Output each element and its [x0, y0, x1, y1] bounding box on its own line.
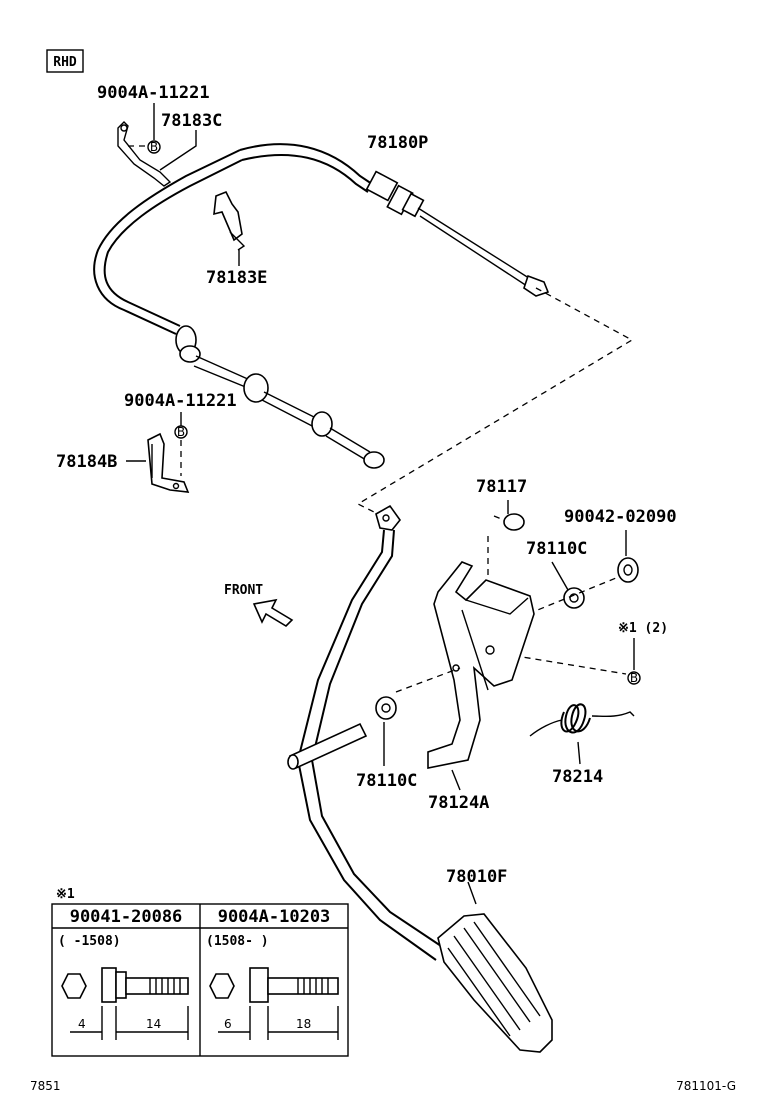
- table-note-mark: ※1: [56, 887, 75, 902]
- rhd-badge: RHD: [46, 49, 84, 73]
- table-part-2: 9004A-10203: [218, 907, 331, 927]
- nut-90042-02090[interactable]: [617, 557, 639, 583]
- clamp-78183e[interactable]: [213, 190, 246, 251]
- bushing-78110c-left[interactable]: [375, 696, 397, 720]
- label-78110c-left: 78110C: [356, 771, 417, 791]
- svg-text:B: B: [177, 425, 185, 439]
- dim-b-1: 14: [146, 1017, 161, 1031]
- bolt-spec-table: 90041-20086 9004A-10203 ( -1508) (1508- …: [51, 903, 349, 1057]
- svg-text:B: B: [630, 671, 638, 685]
- svg-text:B: B: [150, 140, 158, 154]
- clip-78183c[interactable]: [117, 121, 172, 187]
- label-78214: 78214: [552, 767, 603, 787]
- label-78110c-right: 78110C: [526, 539, 587, 559]
- label-78180p: 78180P: [367, 133, 428, 153]
- front-arrow-icon: [252, 598, 294, 628]
- table-range-1: ( -1508): [58, 934, 121, 949]
- label-78117: 78117: [476, 477, 527, 497]
- rhd-badge-text: RHD: [53, 55, 77, 70]
- label-9004a-11221-mid: 9004A-11221: [124, 391, 237, 411]
- dim-a-2: 6: [224, 1017, 232, 1031]
- footer-left: 7851: [30, 1079, 61, 1093]
- accelerator-pedal-78010f[interactable]: [287, 504, 553, 1053]
- hex-head-icon-2: [209, 973, 235, 999]
- front-label: FRONT: [224, 583, 263, 598]
- table-part-1: 90041-20086: [70, 907, 183, 927]
- throttle-cable-78180p[interactable]: [93, 143, 550, 469]
- bracket-78124a[interactable]: [427, 536, 535, 769]
- spring-78214[interactable]: [529, 703, 635, 737]
- b-marker-note: B: [627, 671, 641, 685]
- dim-a-1: 4: [78, 1017, 86, 1031]
- label-note-1-2: ※1 (2): [618, 621, 668, 636]
- bracket-78184b[interactable]: [147, 432, 190, 493]
- stopper-78117[interactable]: [493, 513, 525, 531]
- bushing-78110c-right[interactable]: [563, 587, 585, 609]
- label-78184b: 78184B: [56, 452, 117, 472]
- b-marker-top: B: [147, 140, 161, 154]
- hex-head-icon-1: [61, 973, 87, 999]
- b-marker-mid: B: [174, 425, 188, 439]
- label-78183e: 78183E: [206, 268, 267, 288]
- label-78124a: 78124A: [428, 793, 489, 813]
- label-9004a-11221-top: 9004A-11221: [97, 83, 210, 103]
- dim-b-2: 18: [296, 1017, 311, 1031]
- footer-right: 781101-G: [676, 1079, 736, 1093]
- label-78010f: 78010F: [446, 867, 507, 887]
- table-range-2: (1508- ): [206, 934, 269, 949]
- label-90042-02090: 90042-02090: [564, 507, 677, 527]
- label-78183c: 78183C: [161, 111, 222, 131]
